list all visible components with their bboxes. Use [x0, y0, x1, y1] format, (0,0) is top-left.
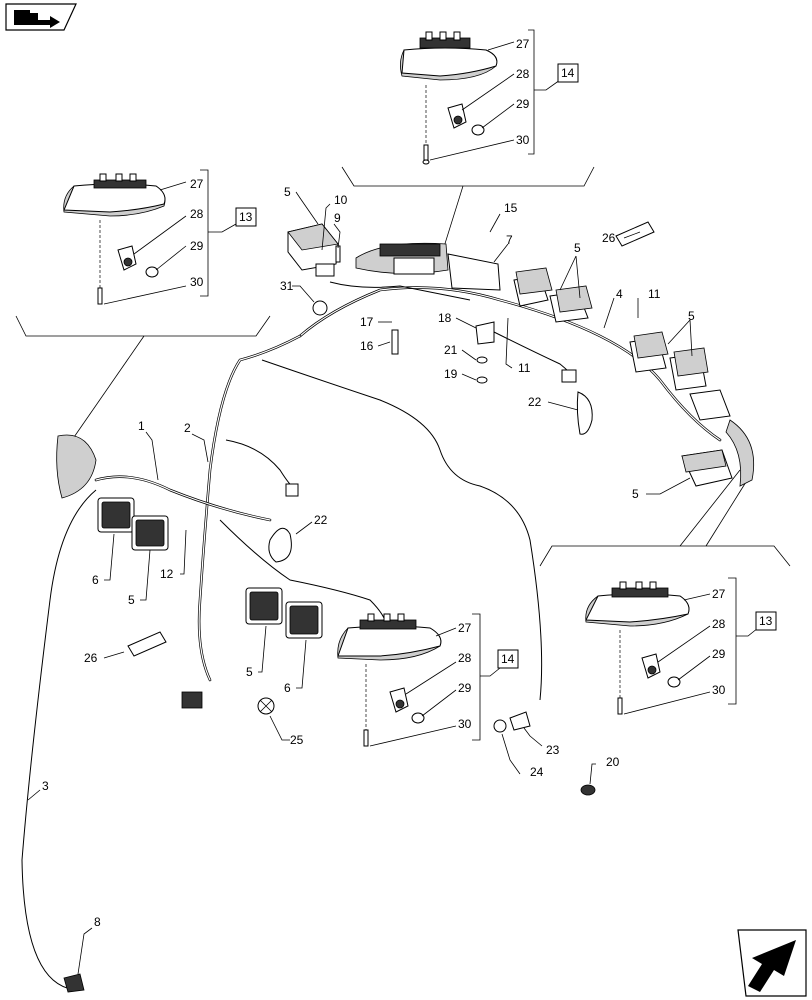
callout-18: 18 — [438, 311, 452, 325]
callout-5-lower: 5 — [246, 665, 253, 679]
callout-4: 4 — [616, 287, 623, 301]
callout-8: 8 — [94, 915, 101, 929]
callout-15: 15 — [504, 201, 518, 215]
callout-24: 24 — [530, 765, 544, 779]
callout-11-center: 11 — [518, 361, 531, 375]
detail-top-label-0: 27 — [516, 37, 530, 51]
callout-2: 2 — [184, 421, 191, 435]
detail-group-right: 27 28 29 30 13 — [539, 469, 791, 715]
callout-11-right: 11 — [648, 287, 661, 301]
callout-22-left: 22 — [314, 513, 328, 527]
callout-9: 9 — [334, 211, 341, 225]
detail-center-ref: 14 — [501, 652, 515, 666]
callout-6-lower: 6 — [284, 681, 291, 695]
detail-left-label-1: 28 — [190, 207, 204, 221]
callout-12: 12 — [160, 567, 174, 581]
detail-top-ref: 14 — [561, 66, 575, 80]
callout-22-right: 22 — [528, 395, 542, 409]
detail-right-label-1: 28 — [712, 617, 726, 631]
callout-5-upper-left: 5 — [284, 185, 291, 199]
callout-23: 23 — [546, 743, 560, 757]
callout-17: 17 — [360, 315, 374, 329]
callout-labels: 1 2 3 4 5 5 5 5 5 5 6 6 7 8 9 10 11 11 1… — [42, 185, 695, 929]
callout-25: 25 — [290, 733, 304, 747]
callout-26-right: 26 — [602, 231, 616, 245]
callout-5-upper-right: 5 — [574, 241, 581, 255]
callout-5-lower-right: 5 — [632, 487, 639, 501]
harness-wires — [21, 281, 722, 991]
detail-group-top: 27 28 29 30 14 — [341, 29, 595, 251]
harness-components — [56, 221, 755, 993]
detail-right-label-3: 30 — [712, 683, 726, 697]
callout-16: 16 — [360, 339, 374, 353]
next-page-arrow-icon[interactable] — [737, 929, 807, 997]
detail-center-label-2: 29 — [458, 681, 472, 695]
detail-top-label-3: 30 — [516, 133, 530, 147]
detail-left-label-3: 30 — [190, 275, 204, 289]
callout-10: 10 — [334, 193, 348, 207]
detail-group-left: 27 28 29 30 13 — [15, 169, 271, 441]
callout-26-left: 26 — [84, 651, 98, 665]
callout-5-left: 5 — [128, 593, 135, 607]
detail-left-label-0: 27 — [190, 177, 204, 191]
detail-right-label-0: 27 — [712, 587, 726, 601]
detail-group-center: 27 28 29 30 14 — [337, 613, 519, 747]
detail-left-label-2: 29 — [190, 239, 204, 253]
callout-leaders — [27, 191, 693, 975]
detail-right-label-2: 29 — [712, 647, 726, 661]
callout-5-right: 5 — [688, 309, 695, 323]
callout-19: 19 — [444, 367, 458, 381]
callout-3: 3 — [42, 779, 49, 793]
detail-center-label-3: 30 — [458, 717, 472, 731]
callout-6-left: 6 — [92, 573, 99, 587]
detail-center-label-0: 27 — [458, 621, 472, 635]
callout-20: 20 — [606, 755, 620, 769]
book-arrow-icon[interactable] — [5, 3, 77, 31]
detail-top-label-2: 29 — [516, 97, 530, 111]
detail-left-ref: 13 — [239, 210, 253, 224]
detail-center-label-1: 28 — [458, 651, 472, 665]
detail-top-label-1: 28 — [516, 67, 530, 81]
callout-31: 31 — [280, 279, 294, 293]
callout-21: 21 — [444, 343, 458, 357]
callout-1: 1 — [138, 419, 145, 433]
detail-right-ref: 13 — [759, 614, 773, 628]
callout-7: 7 — [506, 233, 513, 247]
